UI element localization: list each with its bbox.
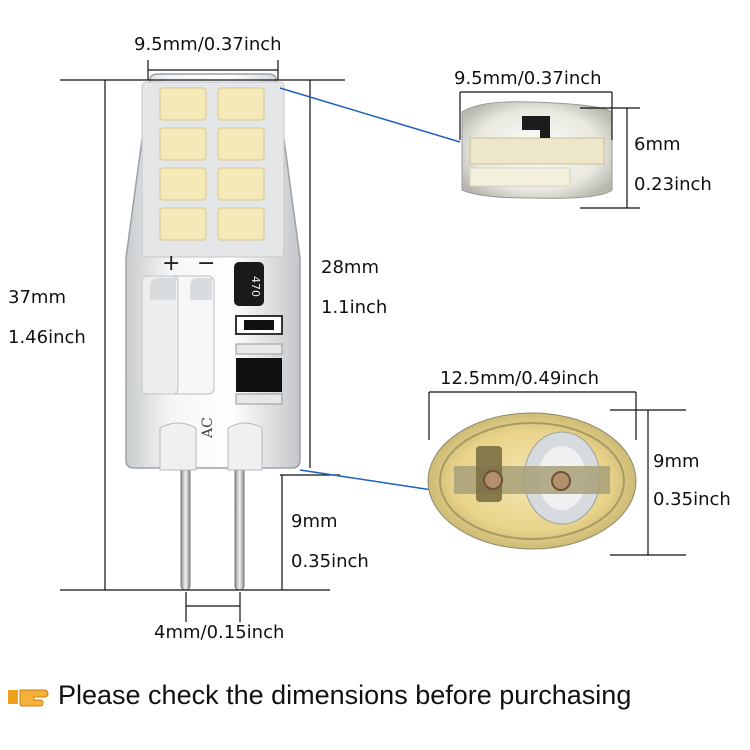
- top-view-width-label: 9.5mm/0.37inch: [454, 68, 602, 89]
- footer-note: Please check the dimensions before purch…: [58, 680, 632, 710]
- body-height-in-label: 1.1inch: [321, 297, 388, 318]
- chip-marking: 470: [249, 276, 262, 297]
- resistor-chip: [234, 262, 264, 306]
- pin-left: [180, 449, 191, 591]
- led-chip: [217, 127, 265, 161]
- body-height-mm-label: 28mm: [321, 257, 379, 278]
- led-chip: [159, 127, 207, 161]
- led-chip: [217, 87, 265, 121]
- ac-marking: AC: [200, 417, 216, 439]
- bulb-top-view: [461, 101, 613, 199]
- pin-length-in-label: 0.35inch: [291, 551, 369, 572]
- pin-spacing-label: 4mm/0.15inch: [154, 622, 285, 643]
- bottom-view-dimension-lines: [428, 391, 686, 556]
- led-chip: [159, 167, 207, 201]
- pointing-hand-icon: [8, 689, 49, 707]
- total-height-in-label: 1.46inch: [8, 327, 86, 348]
- polarity-plus: +: [162, 251, 180, 276]
- pin-length-mm-label: 9mm: [291, 511, 338, 532]
- pin-right: [234, 449, 245, 591]
- dimension-lines: [60, 60, 345, 622]
- led-chip-array: [159, 87, 265, 241]
- led-chip: [217, 167, 265, 201]
- bottom-view-width-label: 12.5mm/0.49inch: [440, 368, 600, 389]
- led-chip: [159, 207, 207, 241]
- led-chip: [217, 207, 265, 241]
- led-chip: [159, 87, 207, 121]
- bulb-bottom-view: [427, 412, 637, 550]
- top-view-dimension-lines: [459, 91, 640, 209]
- bottom-view-height-mm-label: 9mm: [653, 451, 700, 472]
- polarity-minus: −: [197, 251, 215, 276]
- bottom-view-height-in-label: 0.35inch: [653, 489, 731, 510]
- top-view-depth-in-label: 0.23inch: [634, 174, 712, 195]
- total-height-mm-label: 37mm: [8, 287, 66, 308]
- top-width-label: 9.5mm/0.37inch: [134, 34, 282, 55]
- top-view-depth-mm-label: 6mm: [634, 134, 681, 155]
- leader-lines: [279, 87, 461, 491]
- rectifier-chip: [236, 358, 282, 392]
- bulb-side-view: + − 470 AC: [125, 73, 301, 591]
